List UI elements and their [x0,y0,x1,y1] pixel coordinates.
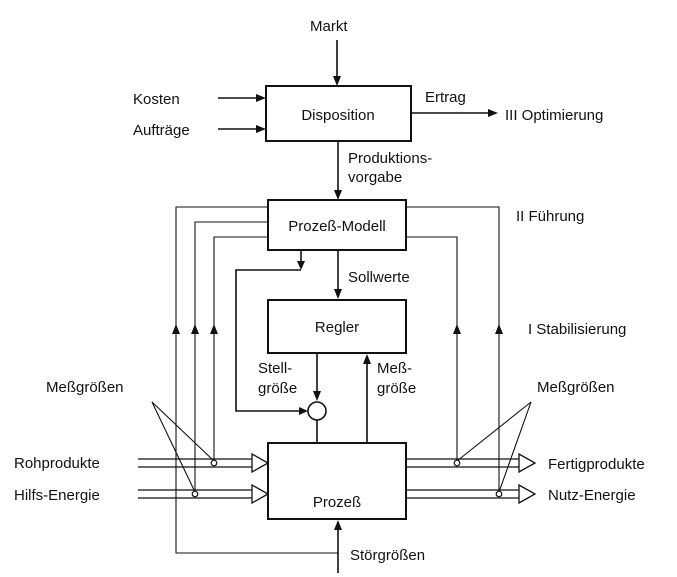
disposition-label: Disposition [301,107,374,124]
level-optimierung: III Optimierung [505,107,603,124]
auftraege-label: Aufträge [133,122,190,139]
rohprodukte-label: Rohprodukte [14,455,100,472]
regler-block [267,299,407,354]
messgroesse-label-2: größe [377,380,416,397]
summing-point [307,401,327,421]
prozess-modell-block [267,199,407,251]
stellgroesse-label-2: größe [258,380,297,397]
produktionsvorgabe-label-2: vorgabe [348,169,402,186]
hilfs-energie-flow-arrow [251,483,270,505]
fertigprodukte-label: Fertigprodukte [548,456,645,473]
prozess-modell-label: Prozeß-Modell [288,218,386,235]
produktionsvorgabe-label-1: Produktions- [348,150,432,167]
fertigprodukte-flow-arrow [518,452,537,474]
messgroessen-left-label: Meßgrößen [46,379,124,396]
nutz-energie-label: Nutz-Energie [548,487,636,504]
prozess-label: Prozeß [313,494,361,511]
sollwerte-label: Sollwerte [348,269,410,286]
kosten-label: Kosten [133,91,180,108]
hilfs-energie-label: Hilfs-Energie [14,487,100,504]
markt-label: Markt [310,18,348,35]
stellgroesse-label-1: Stell- [258,360,292,377]
feedback-line-inner-right [406,236,458,463]
feedback-line-inner-left [213,236,268,463]
rohprodukte-flow-arrow [251,452,270,474]
messgroesse-label-1: Meß- [377,360,412,377]
prozess-block [267,442,407,520]
feedback-line-outer-left [175,206,338,554]
level-stabilisierung: I Stabilisierung [528,321,626,338]
regler-label: Regler [315,319,359,336]
messgroessen-right-label: Meßgrößen [537,379,615,396]
ertrag-label: Ertrag [425,89,466,106]
direct-control-path [235,269,301,412]
feedback-line-outer-right [406,206,500,494]
stoergroessen-label: Störgrößen [350,547,425,564]
nutz-energie-flow-arrow [518,483,537,505]
feedback-line-mid-left [194,221,268,494]
level-fuehrung: II Führung [516,208,584,225]
disposition-block [265,85,412,142]
